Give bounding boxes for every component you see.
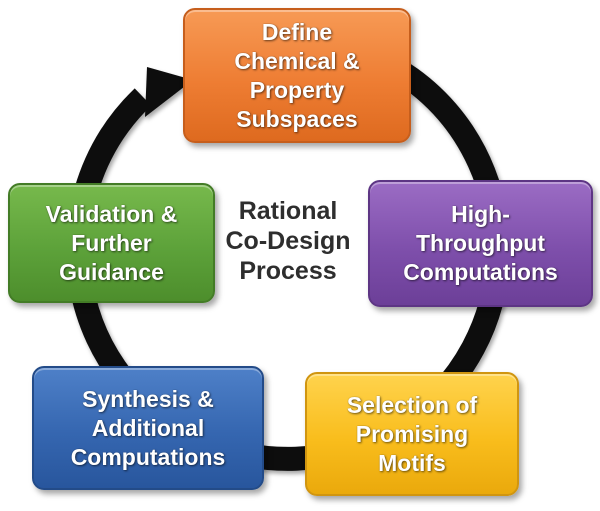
step-synthesis-computations: Synthesis & Additional Computations bbox=[32, 366, 264, 490]
step-validation-line-3: Guidance bbox=[59, 258, 164, 285]
step-define-line-2: Chemical & bbox=[234, 47, 360, 74]
step-selection-line-1: Selection of bbox=[346, 391, 478, 418]
center-title-line-1: Rational bbox=[238, 197, 338, 225]
cycle-arrow-head-icon bbox=[145, 67, 193, 117]
center-title-line-2: Co-Design bbox=[225, 227, 351, 255]
step-synthesis-line-1: Synthesis & bbox=[82, 385, 214, 412]
step-validation-line-2: Further bbox=[71, 229, 152, 256]
step-define-line-4: Subspaces bbox=[236, 105, 358, 132]
step-synthesis-line-2: Additional bbox=[91, 414, 205, 441]
step-define-line-3: Property bbox=[249, 76, 345, 103]
step-define-subspaces: Define Chemical & Property Subspaces bbox=[183, 8, 411, 143]
step-high-throughput-computations: High- Throughput Computations bbox=[368, 180, 593, 307]
step-selection-line-3: Motifs bbox=[378, 449, 446, 476]
step-htc-line-2: Throughput bbox=[415, 230, 545, 256]
step-htc-line-3: Computations bbox=[403, 259, 558, 285]
step-htc-line-1: High- bbox=[451, 201, 510, 227]
step-synthesis-line-3: Computations bbox=[70, 443, 226, 470]
step-define-line-1: Define bbox=[261, 18, 333, 45]
step-selection-of-motifs: Selection of Promising Motifs bbox=[305, 372, 519, 496]
step-selection-line-2: Promising bbox=[355, 420, 469, 447]
step-validation-line-1: Validation & bbox=[45, 200, 178, 227]
step-validation-guidance: Validation & Further Guidance bbox=[8, 183, 215, 303]
center-title-line-3: Process bbox=[239, 257, 337, 285]
center-title: Rational Co-Design Process bbox=[203, 196, 373, 286]
